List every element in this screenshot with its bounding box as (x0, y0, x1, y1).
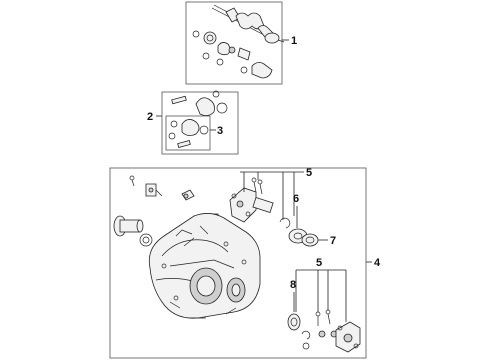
boot-kit-group-box (161, 91, 239, 155)
inner-boot-kit-box (165, 115, 211, 151)
axle-shaft-assembly[interactable] (211, 4, 285, 44)
outer-boot-kit[interactable] (202, 52, 273, 79)
carrier-group-box (109, 167, 367, 359)
upper-output-flange[interactable] (229, 187, 274, 223)
input-flange[interactable] (113, 215, 144, 237)
lower-flange-bolt-b[interactable] (325, 309, 338, 338)
callout-7: 7 (330, 235, 336, 247)
snap-ring-upper[interactable] (279, 217, 291, 229)
callout-5-upper: 5 (306, 167, 312, 179)
callout-1: 1 (291, 35, 297, 47)
callout-3: 3 (217, 125, 223, 137)
boot-kit-upper[interactable] (171, 90, 228, 116)
snap-ring-lower[interactable] (301, 330, 311, 350)
callout-5-lower: 5 (316, 257, 322, 269)
callout-4: 4 (374, 257, 381, 269)
lower-output-flange[interactable] (335, 321, 361, 353)
input-seal[interactable] (139, 233, 153, 247)
oil-seal-lower[interactable] (287, 313, 301, 331)
upper-flange-bolt-a[interactable] (251, 177, 257, 193)
upper-flange-bolt-b[interactable] (257, 179, 263, 195)
temperature-sensor[interactable] (145, 183, 163, 197)
axle-shaft-group-box (185, 1, 283, 85)
callout-2: 2 (147, 111, 153, 123)
callout-6: 6 (293, 193, 299, 205)
callout-8: 8 (290, 279, 296, 291)
boot-kit-lower[interactable] (168, 119, 209, 148)
differential-carrier-housing[interactable] (148, 213, 261, 319)
drain-plug[interactable] (181, 189, 195, 201)
lower-flange-bolt-a[interactable] (315, 311, 326, 338)
inner-boot-kit[interactable] (192, 30, 251, 61)
dust-deflector-upper[interactable] (301, 233, 319, 247)
breather-plug[interactable] (129, 175, 135, 187)
